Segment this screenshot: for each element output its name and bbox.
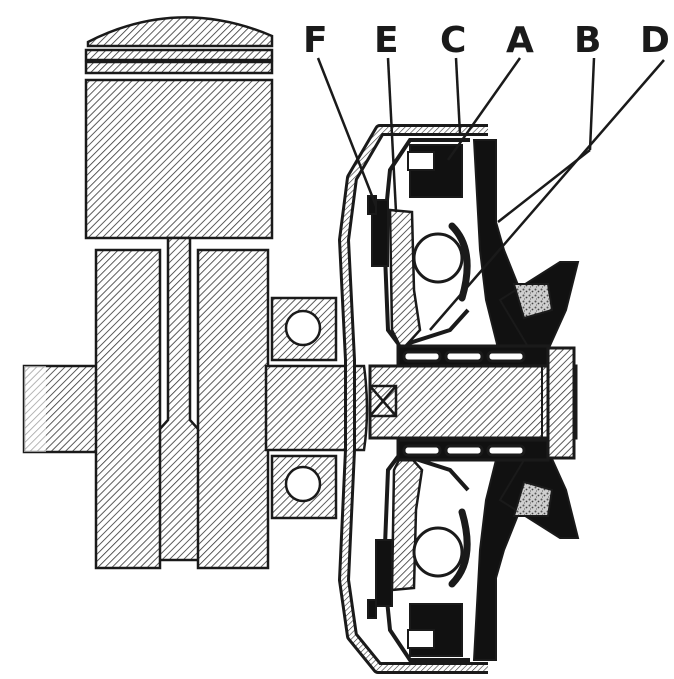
clutch-balls bbox=[412, 232, 464, 578]
leader-f bbox=[316, 57, 378, 207]
v-belt-pulley bbox=[498, 261, 580, 539]
main-bearing bbox=[270, 296, 338, 520]
callout-labels: F E C A B D bbox=[303, 20, 670, 61]
shaft-key bbox=[368, 384, 398, 418]
shaft-fade bbox=[24, 366, 46, 452]
label-b: B bbox=[574, 20, 601, 61]
leader-e bbox=[386, 57, 398, 213]
label-c: C bbox=[440, 20, 466, 61]
clutch-weight bbox=[407, 144, 463, 657]
output-shaft bbox=[368, 344, 578, 462]
leader-c bbox=[454, 57, 462, 135]
leader-lines bbox=[316, 57, 665, 331]
label-a: A bbox=[506, 20, 534, 61]
leader-b bbox=[588, 57, 596, 151]
leader-a bbox=[446, 57, 522, 161]
outer-housing-cover bbox=[338, 124, 488, 674]
leader-d bbox=[429, 59, 665, 331]
inner-plate bbox=[381, 138, 470, 662]
piston bbox=[84, 16, 274, 240]
label-e: E bbox=[374, 20, 399, 61]
label-f: F bbox=[303, 20, 328, 61]
label-d: D bbox=[640, 20, 670, 61]
